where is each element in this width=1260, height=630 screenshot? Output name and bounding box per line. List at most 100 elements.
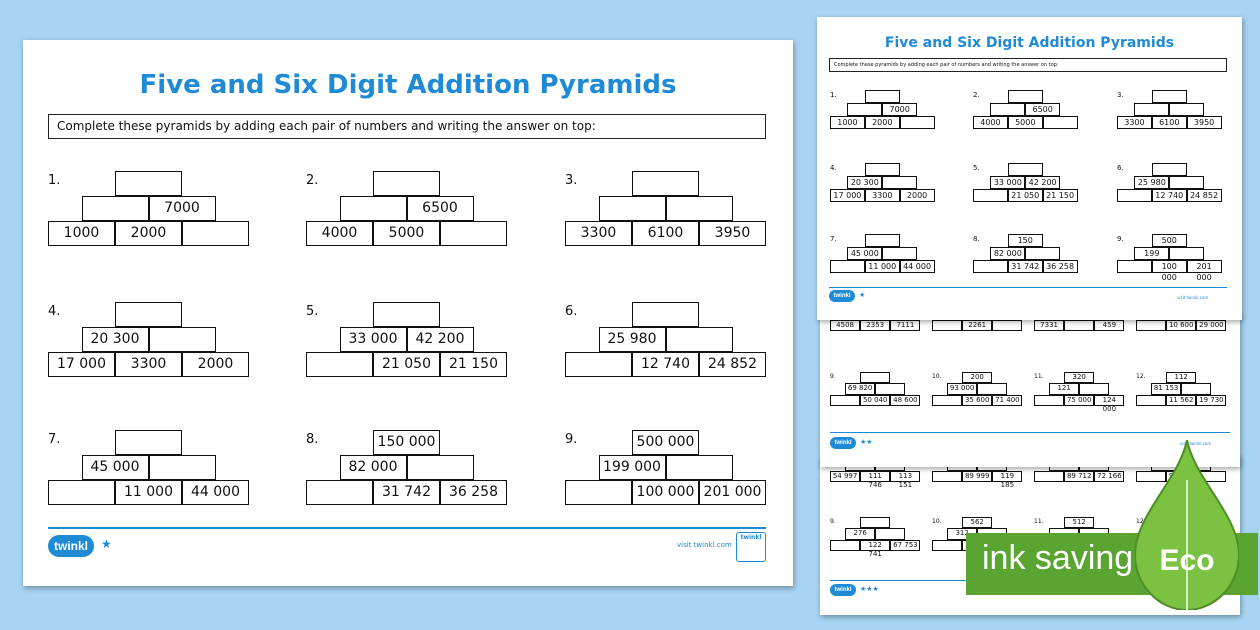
pyramid-bottom-cell: 5000 bbox=[1007, 116, 1043, 129]
pyramid-top-cell[interactable] bbox=[115, 430, 182, 455]
pyramid-top-cell[interactable] bbox=[115, 302, 182, 327]
pyramid-bottom-cell[interactable] bbox=[932, 394, 963, 406]
pyramid-mid-cell[interactable] bbox=[875, 528, 906, 540]
pyramid-top-cell[interactable] bbox=[632, 302, 699, 327]
pyramid-bottom-cell[interactable] bbox=[973, 260, 1008, 273]
pyramid-mid-cell[interactable] bbox=[882, 176, 918, 189]
pyramid-bottom-cell[interactable] bbox=[565, 480, 632, 505]
pyramid-mid-cell: 6500 bbox=[1025, 103, 1061, 116]
pyramid-bottom-cell[interactable] bbox=[182, 221, 249, 246]
pyramid-bottom-cell: 31 742 bbox=[1007, 260, 1043, 273]
pyramid-mid-cell: 20 300 bbox=[81, 327, 149, 352]
pyramid-bottom-cell[interactable] bbox=[1136, 470, 1167, 482]
pyramid-mid-cell[interactable] bbox=[665, 455, 733, 480]
pyramid-number: 10. bbox=[932, 372, 942, 380]
pyramid-mid-cell: 69 820 bbox=[845, 383, 876, 395]
pyramid-bottom-cell[interactable] bbox=[1034, 394, 1065, 406]
pyramid-bottom-cell[interactable] bbox=[830, 394, 861, 406]
pyramid-mid-cell[interactable] bbox=[882, 247, 918, 260]
pyramid-top-cell[interactable] bbox=[632, 171, 699, 196]
pyramid-bottom-cell[interactable] bbox=[932, 319, 963, 331]
pyramid-bottom-cell: 36 258 bbox=[440, 480, 507, 505]
pyramid-top-cell[interactable] bbox=[864, 234, 900, 247]
pyramid-mid-cell: 7000 bbox=[882, 103, 918, 116]
pyramid-bottom-cell[interactable] bbox=[1064, 319, 1095, 331]
pyramid-bottom-cell[interactable] bbox=[899, 116, 935, 129]
pyramid-bottom-cell[interactable] bbox=[1136, 319, 1167, 331]
twinkl-logo[interactable]: twinkl bbox=[48, 535, 94, 557]
pyramid-mid-cell[interactable] bbox=[1169, 247, 1205, 260]
pyramid-mid-cell[interactable] bbox=[1025, 247, 1061, 260]
pyramid-top-cell[interactable] bbox=[373, 171, 440, 196]
pyramid-mid-cell[interactable] bbox=[990, 103, 1026, 116]
pyramid-bottom-cell[interactable] bbox=[565, 352, 632, 377]
pyramid-mid-cell: 276 438 bbox=[845, 528, 876, 547]
pyramid-bottom-cell: 5000 bbox=[373, 221, 440, 246]
pyramid-bottom-cell: 122 741 bbox=[860, 539, 891, 558]
pyramid-mid-cell[interactable] bbox=[148, 327, 216, 352]
pyramid-bottom-cell: 111 746 bbox=[860, 470, 891, 489]
pyramid-mid-cell[interactable] bbox=[847, 103, 883, 116]
pyramid-top-cell[interactable] bbox=[115, 171, 182, 196]
pyramid-bottom-cell[interactable] bbox=[306, 352, 373, 377]
pyramid-number: 6. bbox=[1117, 164, 1124, 173]
pyramid-mid-cell[interactable] bbox=[665, 196, 733, 221]
pyramid-bottom-cell: 7331 bbox=[1034, 319, 1065, 331]
pyramid-bottom-cell: 36 258 bbox=[1042, 260, 1078, 273]
pyramid-bottom-cell[interactable] bbox=[306, 480, 373, 505]
pyramid-mid-cell[interactable] bbox=[81, 196, 149, 221]
pyramid-bottom-cell[interactable] bbox=[440, 221, 507, 246]
pyramid-bottom-cell[interactable] bbox=[48, 480, 115, 505]
footer-line bbox=[48, 527, 766, 529]
pyramid-bottom-cell[interactable] bbox=[1136, 394, 1167, 406]
pyramid-mid-cell[interactable] bbox=[1134, 103, 1170, 116]
pyramid-top-cell[interactable] bbox=[864, 90, 900, 103]
pyramid-top-cell: 112 450 bbox=[1166, 372, 1197, 390]
pyramid-top-cell[interactable] bbox=[864, 163, 900, 176]
pyramid-mid-cell[interactable] bbox=[406, 455, 474, 480]
pyramid-bottom-cell[interactable] bbox=[830, 539, 861, 551]
pyramid-bottom-cell[interactable] bbox=[932, 539, 963, 551]
pyramid-top-cell[interactable] bbox=[1007, 90, 1043, 103]
pyramid-mid-cell[interactable] bbox=[875, 383, 906, 395]
pyramid-bottom-cell[interactable] bbox=[1117, 189, 1152, 202]
pyramid-number: 7. bbox=[48, 432, 61, 447]
footer-url[interactable]: visit twinkl.com bbox=[677, 541, 732, 549]
pyramid-mid-cell[interactable] bbox=[1181, 383, 1212, 395]
pyramid-mid-cell[interactable] bbox=[665, 327, 733, 352]
pyramid-mid-cell[interactable] bbox=[1169, 103, 1205, 116]
pyramid-bottom-cell: 3300 bbox=[864, 189, 900, 202]
pyramid-top-cell[interactable] bbox=[860, 517, 891, 529]
pyramid-bottom-cell[interactable] bbox=[973, 189, 1008, 202]
pyramid-top-cell[interactable] bbox=[1151, 90, 1187, 103]
pyramid-mid-cell[interactable] bbox=[148, 455, 216, 480]
pyramid-bottom-cell: 119 185 bbox=[992, 470, 1023, 489]
pyramid-bottom-cell: 201 000 bbox=[699, 480, 766, 505]
pyramid-top-cell[interactable] bbox=[1151, 163, 1187, 176]
pyramid-top-cell[interactable] bbox=[373, 302, 440, 327]
pyramid-mid-cell: 82 000 bbox=[339, 455, 407, 480]
pyramid-bottom-cell[interactable] bbox=[830, 260, 865, 273]
pyramid-mid-cell[interactable] bbox=[598, 196, 666, 221]
pyramid-mid-cell: 45 000 bbox=[847, 247, 883, 260]
pyramid-bottom-cell[interactable] bbox=[1042, 116, 1078, 129]
preview-sheet-1: Five and Six Digit Addition Pyramids Com… bbox=[817, 17, 1242, 320]
pyramid-bottom-cell[interactable] bbox=[992, 319, 1023, 331]
pyramid-mid-cell[interactable] bbox=[1169, 176, 1205, 189]
pyramid-bottom-cell[interactable] bbox=[932, 470, 963, 482]
pyramid-mid-cell: 33 000 bbox=[990, 176, 1026, 189]
pyramid-top-cell[interactable] bbox=[860, 372, 891, 384]
pyramid-bottom-cell[interactable] bbox=[1034, 470, 1065, 482]
pyramid-mid-cell[interactable] bbox=[339, 196, 407, 221]
pyramid-bottom-cell: 17 000 bbox=[48, 352, 115, 377]
pyramid-mid-cell[interactable] bbox=[977, 383, 1008, 395]
pyramid-mid-cell: 42 200 bbox=[1025, 176, 1061, 189]
pyramid-mid-cell[interactable] bbox=[1079, 383, 1110, 395]
pyramid-top-cell: 512 000 bbox=[1064, 517, 1095, 535]
pyramid-mid-cell: 199 000 bbox=[1134, 247, 1170, 269]
pyramid-bottom-cell[interactable] bbox=[1117, 260, 1152, 273]
pyramid-bottom-cell: 54 997 bbox=[830, 470, 861, 482]
eco-leaf-icon: Eco bbox=[1135, 440, 1239, 610]
pyramid-top-cell: 500 000 bbox=[632, 430, 699, 455]
pyramid-top-cell[interactable] bbox=[1007, 163, 1043, 176]
